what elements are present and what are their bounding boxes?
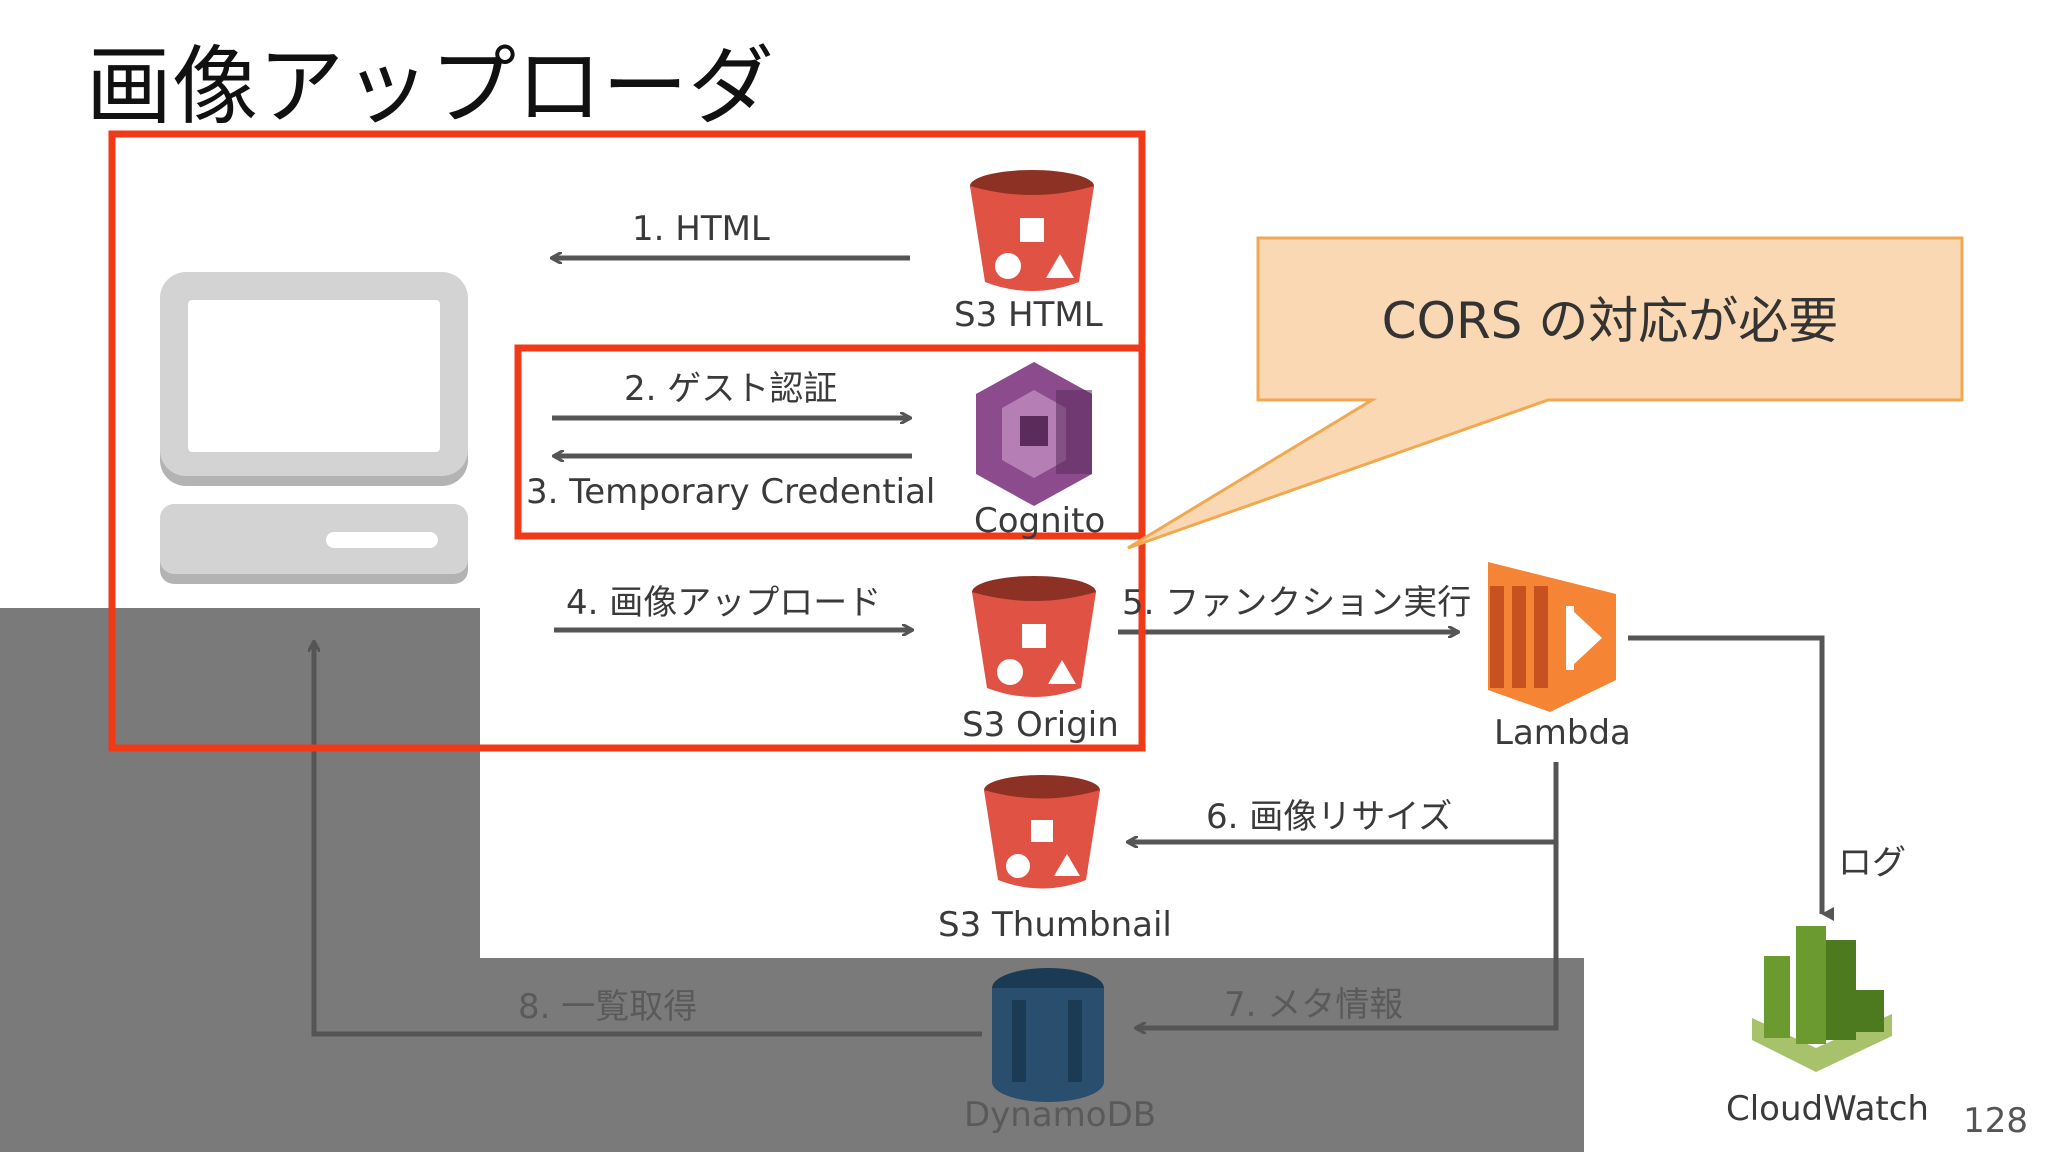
s3-html-bucket-icon [970, 170, 1094, 291]
step-label-2: 2. ゲスト認証 [624, 369, 838, 409]
node-label-cognito: Cognito [974, 501, 1106, 541]
step-label-1: 1. HTML [632, 209, 770, 249]
callout-bubble [1127, 236, 1964, 550]
arrow-8-list [314, 642, 982, 1037]
step-label-8: 8. 一覧取得 [518, 987, 698, 1027]
node-label-s3-thumbnail: S3 Thumbnail [938, 905, 1172, 945]
cognito-icon [976, 362, 1092, 506]
node-label-lambda: Lambda [1494, 713, 1631, 753]
step-label-4: 4. 画像アップロード [566, 583, 882, 623]
s3-origin-bucket-icon [972, 576, 1096, 697]
dynamodb-icon [992, 968, 1104, 1102]
node-label-s3-html: S3 HTML [954, 295, 1103, 335]
cloudwatch-icon [1752, 926, 1892, 1072]
node-label-s3-origin: S3 Origin [962, 705, 1119, 745]
computer-icon [160, 272, 468, 584]
s3-thumbnail-bucket-icon [984, 775, 1100, 889]
step-label-7: 7. メタ情報 [1224, 985, 1404, 1025]
step-label-5: 5. ファンクション実行 [1122, 583, 1472, 623]
page-number: 128 [1963, 1101, 2028, 1141]
arrow-7-meta [1136, 842, 1559, 1028]
node-label-dynamodb: DynamoDB [964, 1095, 1157, 1135]
step-label-3: 3. Temporary Credential [526, 472, 936, 512]
step-label-log: ログ [1838, 843, 1906, 883]
arrow-log [1628, 635, 1834, 921]
dim-overlay-bottom [0, 958, 1584, 1152]
step-label-6: 6. 画像リサイズ [1206, 797, 1453, 837]
lambda-icon [1488, 562, 1616, 712]
slide-title: 画像アップローダ [86, 37, 774, 137]
callout-text: CORS の対応が必要 [1381, 292, 1839, 350]
node-label-cloudwatch: CloudWatch [1726, 1089, 1929, 1129]
highlight-frame-cognito [514, 344, 1146, 540]
